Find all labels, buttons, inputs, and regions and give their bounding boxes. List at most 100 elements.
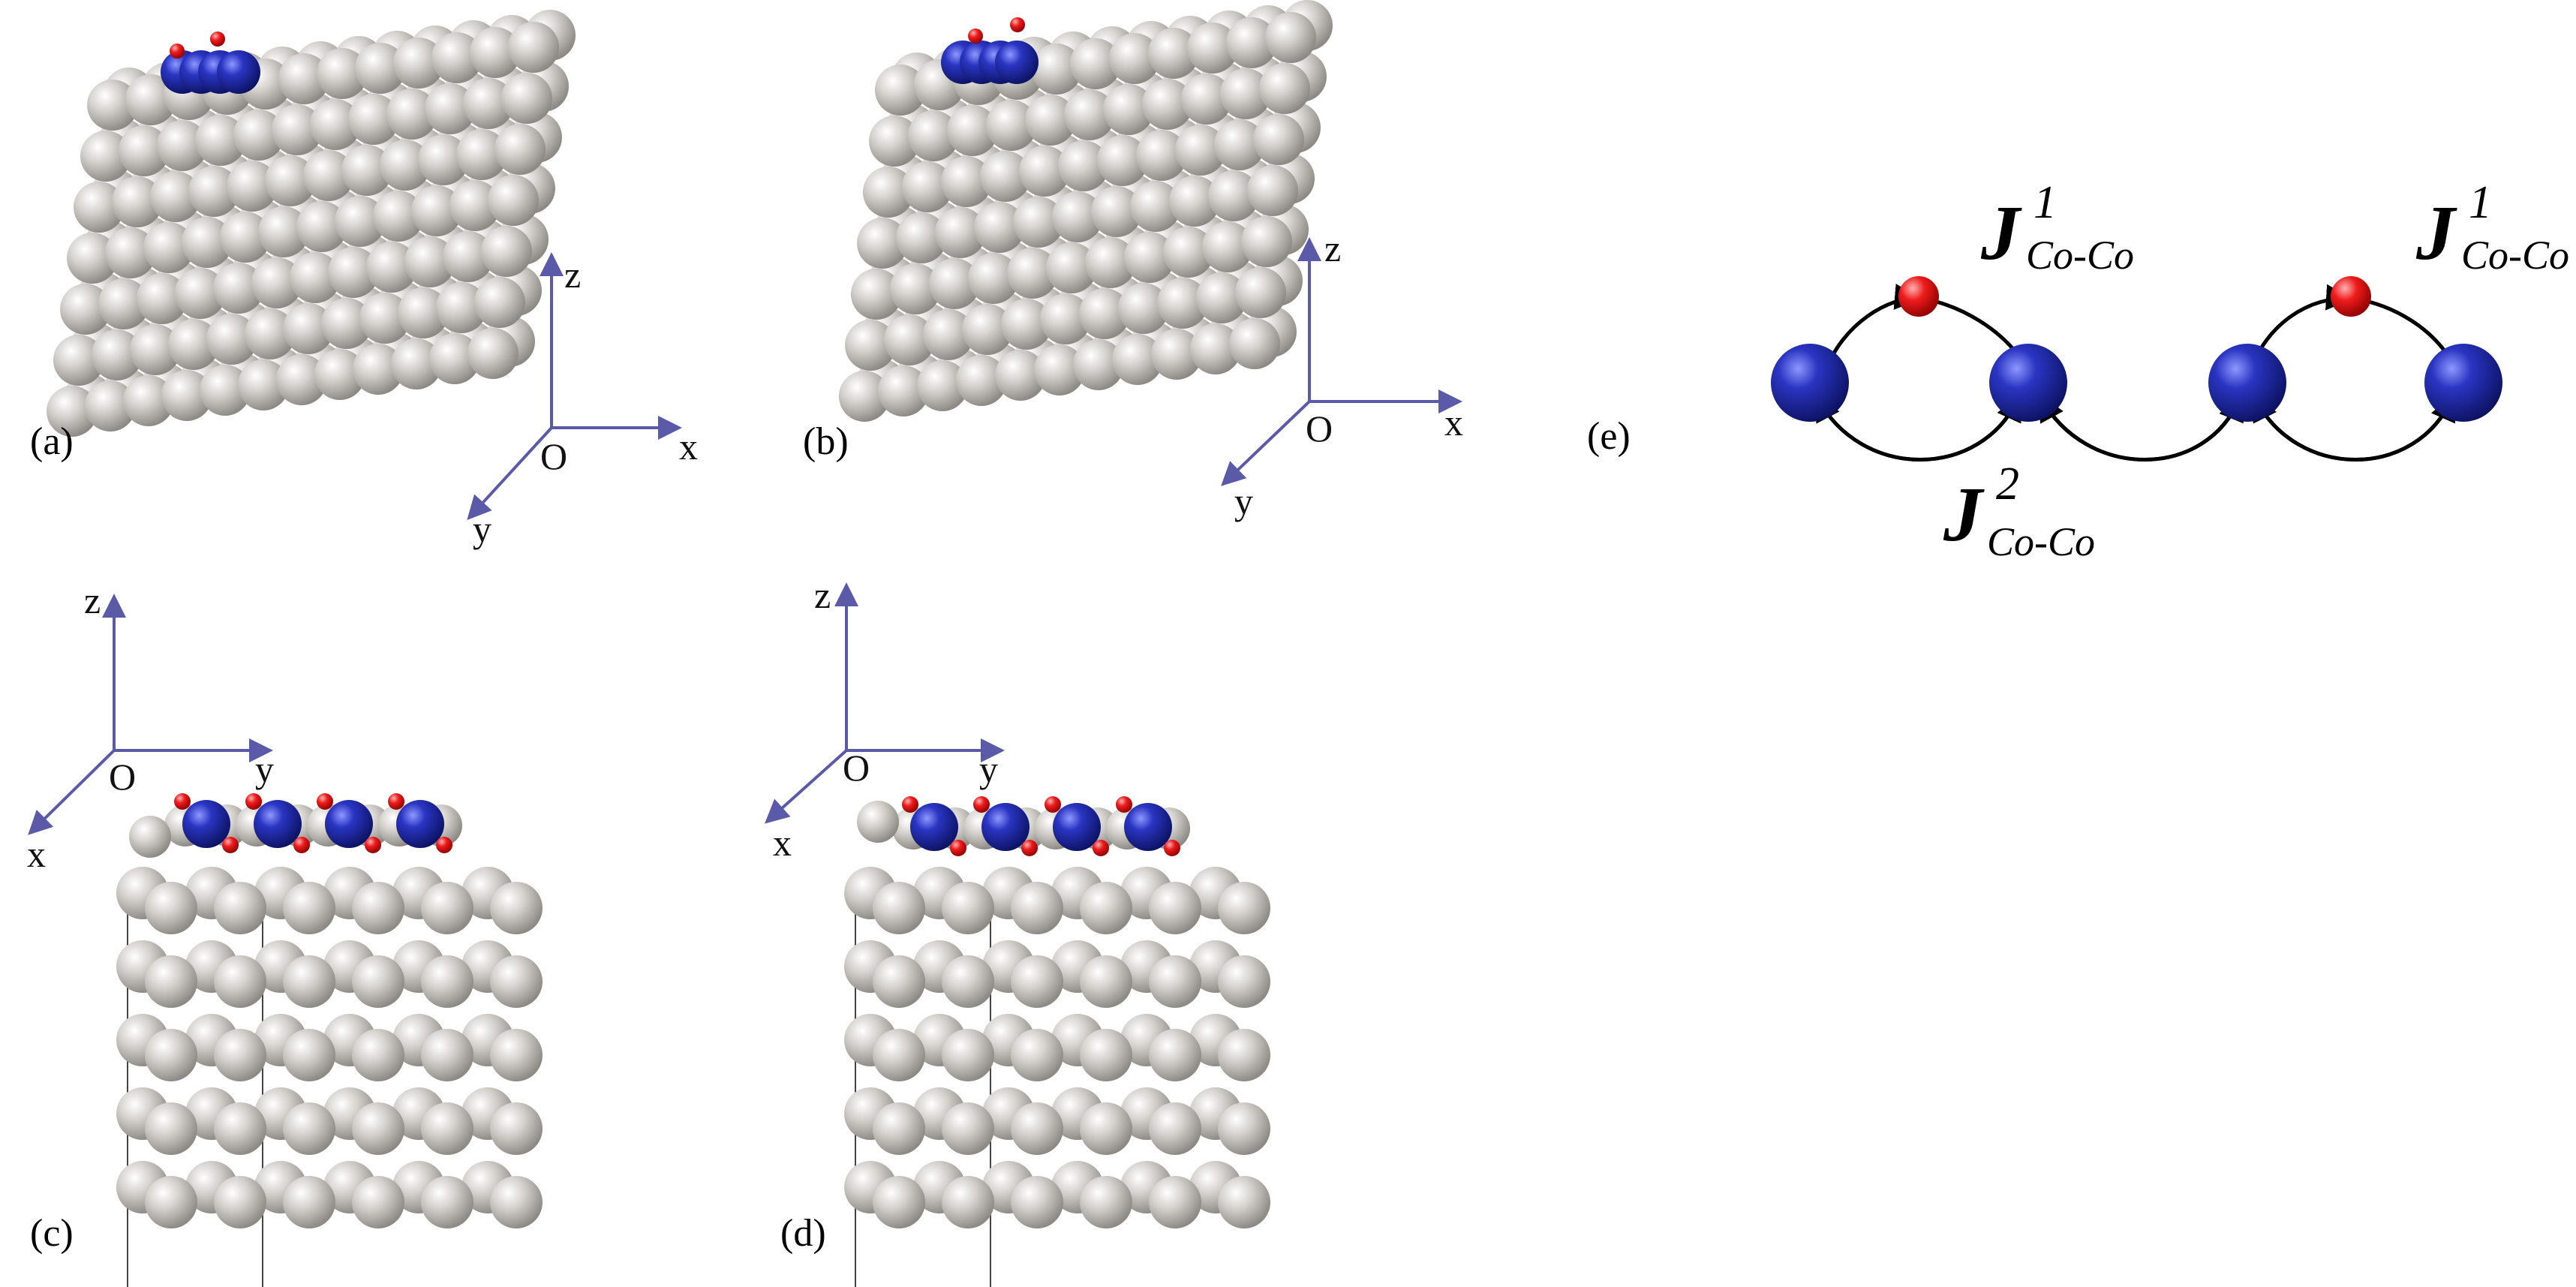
substrate-atom [463, 78, 514, 129]
substrate-atom [341, 145, 392, 196]
panel-label-d: (d) [780, 1212, 826, 1255]
axis-y-label: y [255, 748, 274, 790]
axis-x-label: x [1444, 401, 1463, 444]
substrate-atom [175, 268, 226, 319]
substrate-atom [386, 89, 437, 140]
substrate-atom [481, 226, 532, 277]
j-superscript: 2 [1996, 459, 2019, 510]
substrate-atom [200, 365, 251, 416]
substrate-atom [1196, 272, 1247, 323]
j-symbol: J [1943, 471, 1985, 558]
substrate-atom [490, 1102, 543, 1155]
substrate-atom [1011, 955, 1063, 1008]
substrate-atom [1149, 955, 1201, 1008]
substrate-atom [258, 206, 309, 257]
substrate-atom [1149, 1176, 1201, 1228]
substrate-atom [494, 124, 546, 175]
substrate-atom [220, 212, 271, 263]
substrate-atom [1124, 232, 1175, 283]
cobalt-atom [1053, 803, 1101, 851]
substrate-atom [1202, 221, 1253, 272]
adsorbate-a [161, 32, 260, 94]
substrate-atom [283, 882, 335, 934]
j-subscript: Co-Co [1987, 519, 2095, 564]
cobalt-atom [2208, 344, 2286, 422]
substrate-atom [130, 324, 181, 375]
substrate-atom [1031, 44, 1082, 95]
substrate-atom [359, 293, 410, 344]
oxygen-atom [973, 796, 990, 813]
axis-x-label: x [27, 833, 46, 875]
substrate-atom [942, 1176, 994, 1228]
adsorbate-c [129, 793, 462, 858]
substrate-atom [995, 350, 1046, 401]
substrate-atom [873, 1176, 925, 1228]
arc-j2-left-lower [1815, 394, 2021, 462]
substrate-atom [214, 1102, 266, 1155]
substrate-atom [296, 201, 347, 252]
panel-label-b: (b) [803, 420, 849, 463]
j1-label-left: J 1 Co-Co [1980, 177, 2134, 278]
cobalt-atom [2424, 344, 2502, 422]
substrate-atom [839, 371, 890, 422]
axis-z-label: z [564, 254, 581, 296]
substrate-atom [1218, 1029, 1270, 1081]
substrate-atom [1080, 1102, 1132, 1155]
substrate-atom [941, 156, 992, 207]
substrate-atom [421, 1176, 473, 1228]
panel-label-a: (a) [30, 420, 74, 463]
substrate-atom [1229, 318, 1280, 369]
substrate-atom [1220, 68, 1271, 119]
substrate-atom [278, 53, 329, 104]
substrate-atom [1079, 288, 1130, 339]
axes-c: z y x O [27, 579, 274, 875]
substrate-atom [878, 365, 929, 416]
substrate-atom [92, 329, 143, 380]
substrate-atom [1157, 278, 1208, 329]
substrate-atom [962, 304, 1013, 355]
substrate-atom [214, 882, 266, 934]
substrate-atom [1046, 242, 1097, 293]
axis-origin-label: O [843, 747, 870, 789]
substrate-atom [411, 185, 462, 236]
substrate-atom [214, 955, 266, 1008]
substrate-atom [421, 1029, 473, 1081]
j-subscript: Co-Co [2461, 233, 2569, 278]
substrate-atom [490, 882, 543, 934]
substrate-atom [908, 110, 959, 161]
oxygen-atom [1021, 840, 1038, 856]
substrate-atom [875, 65, 926, 116]
substrate-atom [348, 94, 399, 145]
substrate-atom [490, 955, 543, 1008]
cobalt-atom [325, 800, 373, 848]
oxygen-atom [222, 837, 239, 853]
oxygen-atom [902, 796, 918, 813]
substrate-atom [87, 80, 138, 131]
substrate-atom [490, 1176, 543, 1228]
substrate-atom [1169, 176, 1220, 227]
substrate-atom [251, 257, 302, 308]
substrate-atom [902, 161, 953, 212]
axis-z-label: z [84, 579, 101, 621]
axis-y-label: y [979, 748, 998, 790]
substrate-atom [474, 277, 525, 328]
substrate-atom [929, 258, 980, 309]
substrate-atom [283, 303, 334, 354]
substrate-atom [857, 801, 899, 843]
substrate-atom [873, 882, 925, 934]
axis-origin-label: O [1306, 407, 1333, 450]
substrate-atom [1175, 125, 1226, 176]
oxygen-atom [245, 793, 262, 810]
substrate-atom [1080, 955, 1132, 1008]
substrate-atom [845, 320, 896, 371]
substrate-atom [373, 191, 424, 242]
substrate-atom [1163, 227, 1214, 278]
substrate-atom [1241, 216, 1292, 267]
substrate-atom [1091, 186, 1142, 237]
substrate-atom [890, 263, 941, 314]
substrate-atom [1218, 1102, 1270, 1155]
substrate-atom [328, 247, 379, 298]
cobalt-atom [217, 50, 260, 94]
arc-j2-right-lower [2253, 394, 2455, 462]
axes-d: z y x O [765, 574, 1005, 864]
